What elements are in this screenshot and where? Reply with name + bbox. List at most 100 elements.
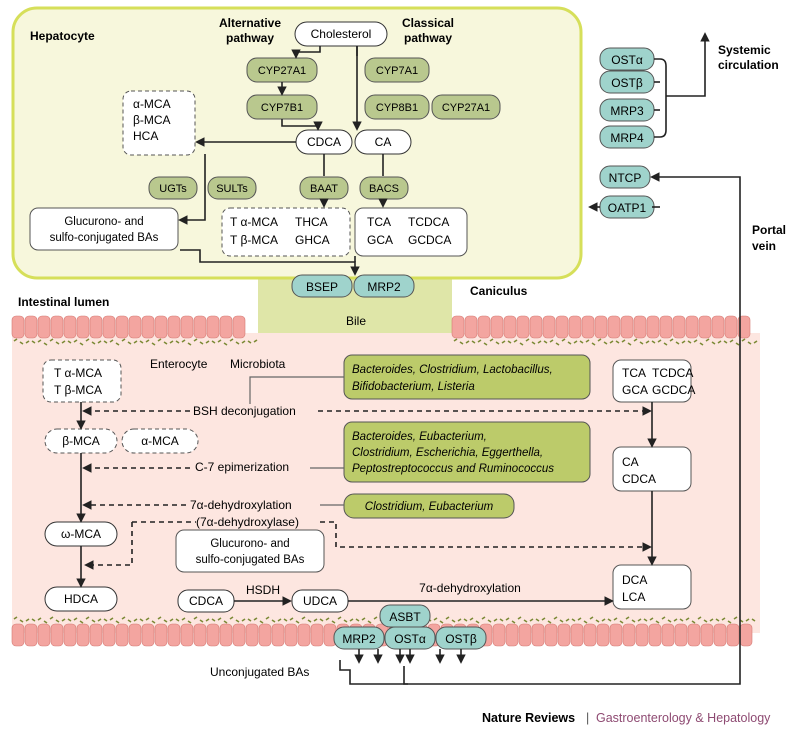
microbe <box>193 616 198 620</box>
enterocyte-cell <box>620 315 634 339</box>
t-beta-mca-gut: T β-MCA <box>54 383 102 397</box>
enterocyte-cell <box>37 623 51 647</box>
bacteria-c7-line1: Bacteroides, Eubacterium, <box>352 431 487 443</box>
microbe <box>607 618 612 622</box>
microbe <box>199 341 204 345</box>
enterocyte-cell <box>63 315 77 339</box>
microbe <box>535 618 540 622</box>
enterocyte-cell <box>180 623 194 647</box>
microbe <box>163 619 168 623</box>
microbe <box>669 338 674 342</box>
microbe <box>525 338 530 342</box>
enterocyte-cell <box>685 315 699 339</box>
microbe <box>615 340 620 344</box>
enterocyte-cell <box>141 623 155 647</box>
tcdca-gut: TCDCA <box>652 366 693 380</box>
microbe <box>181 617 186 621</box>
microbe <box>205 340 210 344</box>
glucurono-liver-line2: sulfo-conjugated BAs <box>50 232 159 244</box>
microbe <box>609 340 614 344</box>
microbe <box>693 339 698 343</box>
enzyme-cyp7b1-label: CYP7B1 <box>261 102 303 114</box>
bacteria-c7-line2: Clostridium, Escherichia, Eggerthella, <box>352 447 543 459</box>
basolateral-transporters: OSTα OSTβ MRP3 MRP4 NTCP OATP1 <box>599 47 655 219</box>
microbe <box>741 338 746 342</box>
systemic-label-1: Systemic <box>718 43 771 57</box>
microbe <box>613 617 618 621</box>
tca-liver: TCA <box>367 215 391 229</box>
enterocyte-layer-top-left <box>11 315 246 339</box>
t-mca-box <box>42 359 122 403</box>
microbe <box>517 616 522 620</box>
conjugates-box-liver <box>354 207 468 257</box>
bacteria-bsh-line2: Bifidobacterium, Listeria <box>352 381 475 393</box>
enterocyte-cell <box>726 623 740 647</box>
microbe <box>145 339 150 343</box>
microbe <box>133 340 138 344</box>
microbe <box>73 339 78 343</box>
microbe <box>651 340 656 344</box>
microbe <box>547 620 552 624</box>
microbe <box>585 339 590 343</box>
enterocyte-layer-top-right <box>451 315 751 339</box>
ntcp-label: NTCP <box>609 171 642 185</box>
portal-label-1: Portal <box>752 223 786 237</box>
microbe <box>121 616 126 620</box>
microbe <box>673 618 678 622</box>
microbe <box>753 340 758 344</box>
microbe <box>199 619 204 623</box>
t-alpha-mca: T α-MCA <box>230 215 278 229</box>
hca: HCA <box>133 129 158 143</box>
microbe <box>591 342 596 346</box>
microbe <box>49 616 54 620</box>
bacteria-bsh-line1: Bacteroides, Clostridium, Lactobacillus, <box>352 364 553 376</box>
alt-pathway-label-2: pathway <box>226 31 274 45</box>
enterocyte-cell <box>492 623 506 647</box>
microbe <box>597 338 602 342</box>
microbe <box>691 620 696 624</box>
microbe <box>31 340 36 344</box>
canaliculus-label: Caniculus <box>470 284 528 298</box>
t-alpha-mca-gut: T α-MCA <box>54 366 102 380</box>
enterocyte-cell <box>503 315 517 339</box>
transporter-ntcp <box>599 165 651 189</box>
classical-pathway-label-2: pathway <box>404 31 452 45</box>
microbe <box>589 616 594 620</box>
microbe <box>223 620 228 624</box>
microbe <box>193 338 198 342</box>
microbe <box>25 618 30 622</box>
enzyme-cyp27a1-left-label: CYP27A1 <box>258 65 306 77</box>
microbe <box>715 618 720 622</box>
microbe <box>235 619 240 623</box>
microbe <box>319 618 324 622</box>
enterocyte-cell <box>37 315 51 339</box>
bsep-label: BSEP <box>306 280 338 294</box>
microbe <box>579 340 584 344</box>
gca-gut: GCA <box>622 383 648 397</box>
microbe <box>751 618 756 622</box>
microbe <box>349 618 354 622</box>
microbe <box>109 617 114 621</box>
microbe <box>31 618 36 622</box>
microbe <box>235 341 240 345</box>
microbe <box>37 617 42 621</box>
enterocyte-cell <box>141 315 155 339</box>
hsdh-label: HSDH <box>246 583 280 597</box>
microbe <box>127 619 132 623</box>
enterocyte-cell <box>672 315 686 339</box>
bsh-label: BSH deconjugation <box>193 404 296 418</box>
microbe <box>571 618 576 622</box>
microbe <box>681 340 686 344</box>
bacteria-box-epimerization <box>343 421 591 483</box>
microbe <box>631 619 636 623</box>
cdca-gut-2: CDCA <box>622 472 656 486</box>
microbe <box>565 618 570 622</box>
microbe <box>55 619 60 623</box>
microbe <box>211 340 216 344</box>
microbe <box>675 341 680 345</box>
microbe <box>169 618 174 622</box>
microbe <box>643 618 648 622</box>
enterocyte-cell <box>102 623 116 647</box>
ost-alpha-label: OSTα <box>611 53 643 67</box>
microbe <box>637 618 642 622</box>
